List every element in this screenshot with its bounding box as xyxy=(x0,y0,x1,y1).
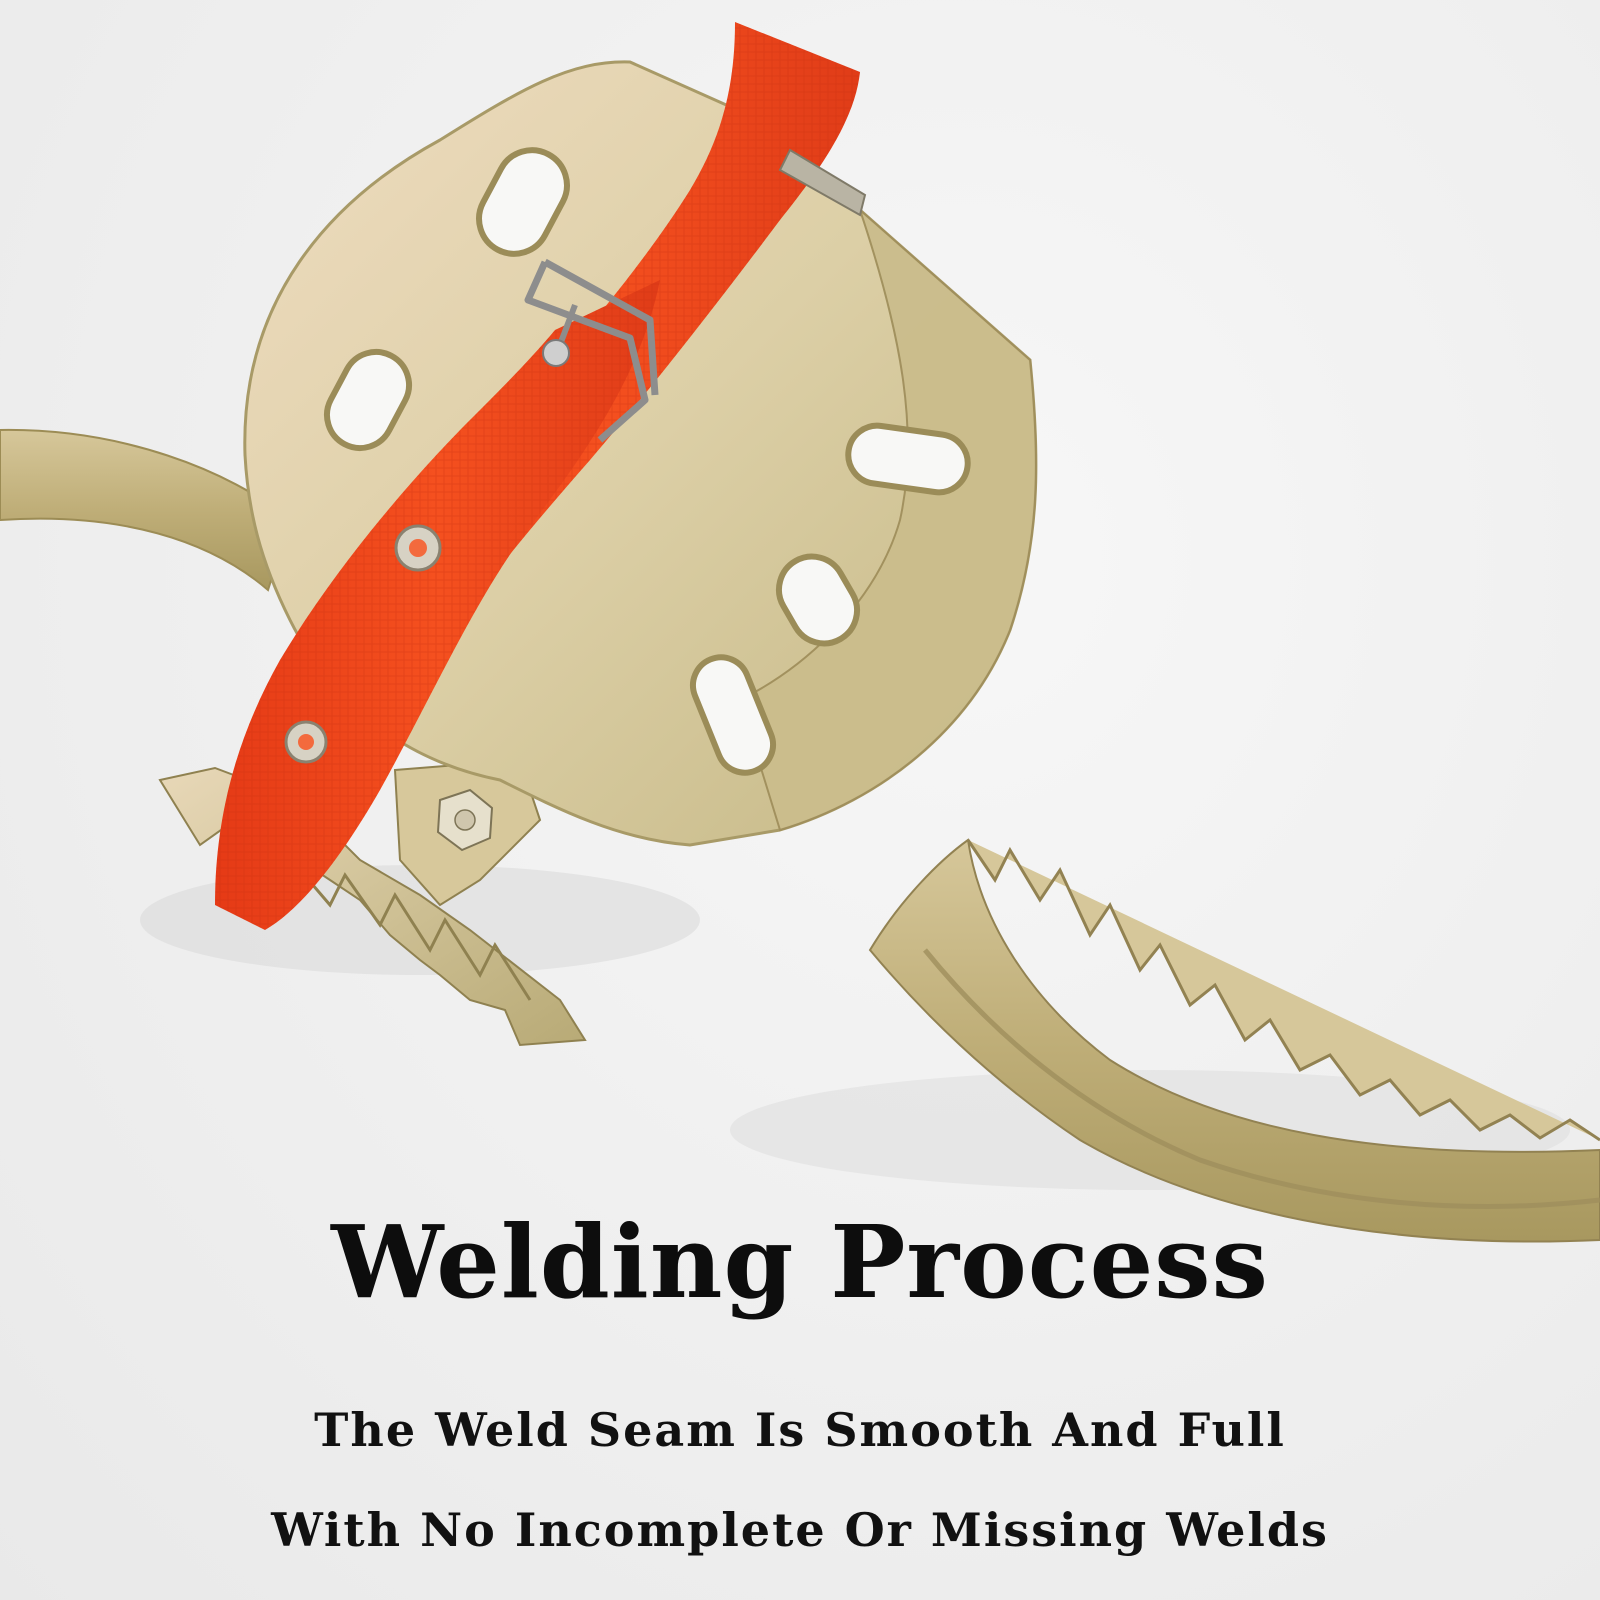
bolt-center xyxy=(454,809,476,831)
curved-rod xyxy=(0,428,292,592)
plate-slots xyxy=(324,147,971,776)
buckle-rivet xyxy=(542,339,570,367)
spike-serration xyxy=(966,839,1600,1142)
headline: Welding Process xyxy=(331,1203,1269,1321)
strap-clip xyxy=(778,148,867,217)
strap-weave xyxy=(215,280,660,930)
toothed-curve-spike xyxy=(868,838,1600,1243)
weld-seam xyxy=(923,948,1600,1210)
caption-line-2: With No Incomplete Or Missing Welds xyxy=(271,1503,1329,1557)
spike-teeth xyxy=(298,869,532,1001)
strap-grommets xyxy=(284,524,442,764)
caption-line-1: The Weld Seam Is Smooth And Full xyxy=(314,1403,1286,1457)
